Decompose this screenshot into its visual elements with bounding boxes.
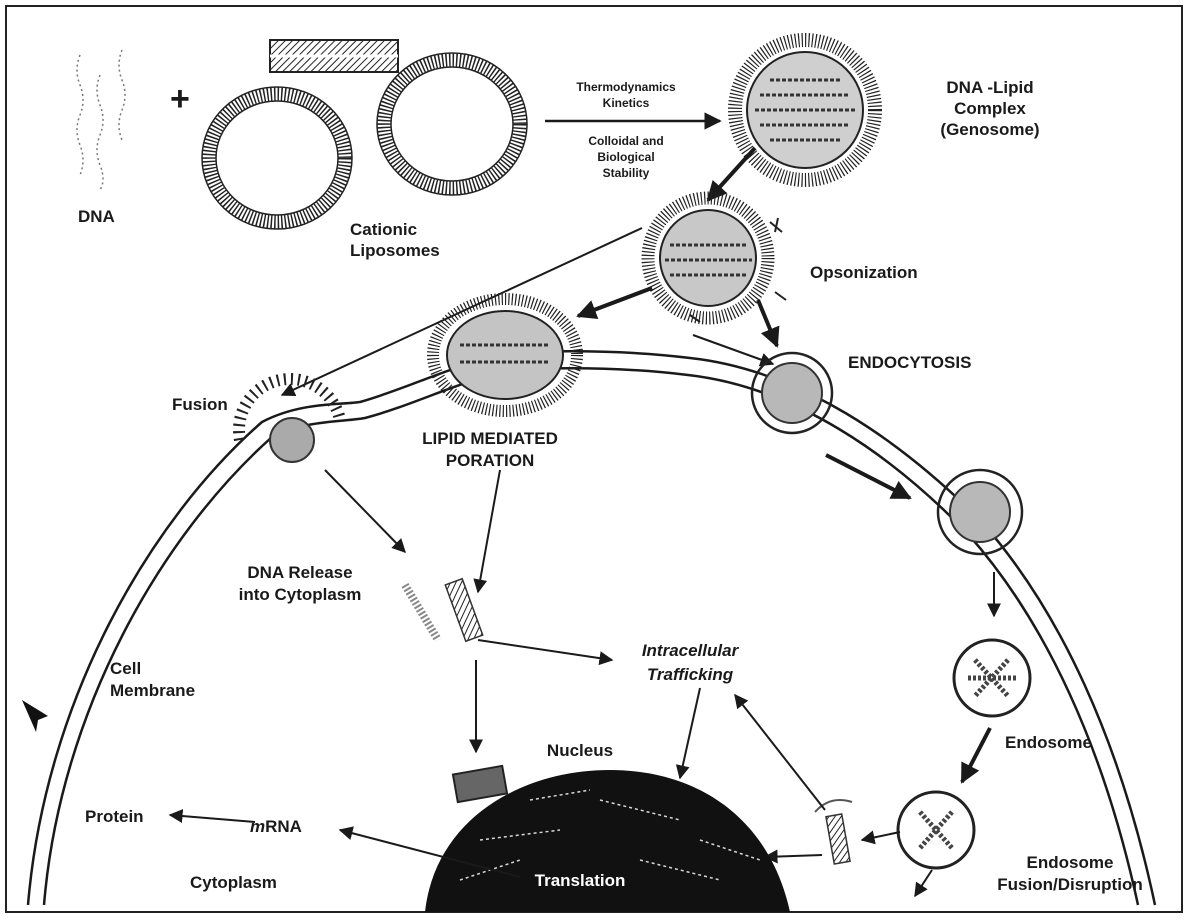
endosome-icon	[954, 640, 1030, 716]
arrow-to-nucleus-right	[765, 855, 822, 857]
opsonized-complex	[648, 198, 786, 322]
plus-sign: +	[170, 80, 190, 118]
poration-label-line2: PORATION	[446, 451, 534, 470]
release-label-line2: into Cytoplasm	[239, 585, 362, 604]
complex-label-line1: DNA -Lipid	[946, 78, 1033, 97]
nucleus-label: Nucleus	[547, 741, 613, 760]
arrow-endosome-to-disruption	[962, 728, 990, 782]
cationic-liposome-1	[202, 87, 352, 229]
arrow-disruption-to-release	[862, 832, 900, 840]
membrane-label-line2: Membrane	[110, 681, 195, 700]
arrow-disruption-down	[915, 870, 932, 896]
arrow-to-trafficking-right	[735, 695, 825, 810]
cytoplasm-label: Cytoplasm	[190, 873, 277, 892]
opsonization-label: Opsonization	[810, 263, 918, 282]
endosome-disruption-icon	[898, 792, 974, 868]
pointer-arrow-icon	[22, 700, 48, 732]
dna-label: DNA	[78, 207, 115, 226]
genosome-complex	[735, 40, 875, 180]
endocytic-vesicle-2	[938, 470, 1022, 554]
protein-label: Protein	[85, 807, 144, 826]
arrow-endocytic-to-vesicle	[826, 455, 910, 498]
release-label-line1: DNA Release	[247, 563, 352, 582]
arrow-to-endocytosis-1	[758, 300, 777, 346]
arrow-poration-to-release	[478, 470, 500, 592]
trafficking-label-line1: Intracellular	[642, 641, 740, 660]
cationic-label-line2: Liposomes	[350, 241, 440, 260]
kinetics-label: Kinetics	[603, 96, 650, 110]
mrna-label: mRNA	[250, 817, 302, 836]
endocytosis-label: ENDOCYTOSIS	[848, 353, 971, 372]
cationic-label-line1: Cationic	[350, 220, 417, 239]
thermodynamics-label: Thermodynamics	[576, 80, 676, 94]
membrane-label-line1: Cell	[110, 659, 141, 678]
arrow-mrna-to-protein	[170, 815, 255, 822]
trafficking-label-line2: Trafficking	[647, 665, 734, 684]
arrow-complex-to-opsonized	[708, 148, 755, 200]
disruption-label-line2: Fusion/Disruption	[997, 875, 1142, 894]
dna-strands-icon	[77, 50, 125, 190]
stability-label: Stability	[603, 166, 650, 180]
arrow-to-poration	[578, 288, 652, 316]
arrow-fusion-to-release	[325, 470, 405, 552]
biological-label: Biological	[597, 150, 654, 164]
arrow-release-to-trafficking	[478, 640, 612, 660]
nucleus	[425, 766, 790, 912]
disruption-label-line1: Endosome	[1027, 853, 1114, 872]
colloidal-label: Colloidal and	[588, 134, 663, 148]
endocytic-vesicle-1	[752, 353, 832, 433]
complex-label-line2: Complex	[954, 99, 1026, 118]
endosome-label: Endosome	[1005, 733, 1092, 752]
cytoplasmic-dna-fragment	[405, 579, 483, 642]
complex-label-line3: (Genosome)	[940, 120, 1039, 139]
cationic-liposome-2	[377, 53, 527, 195]
poration-label-line1: LIPID MEDIATED	[422, 429, 558, 448]
fusion-label: Fusion	[172, 395, 228, 414]
arrow-trafficking-to-nucleus	[680, 688, 700, 778]
translation-label: Translation	[535, 871, 626, 890]
